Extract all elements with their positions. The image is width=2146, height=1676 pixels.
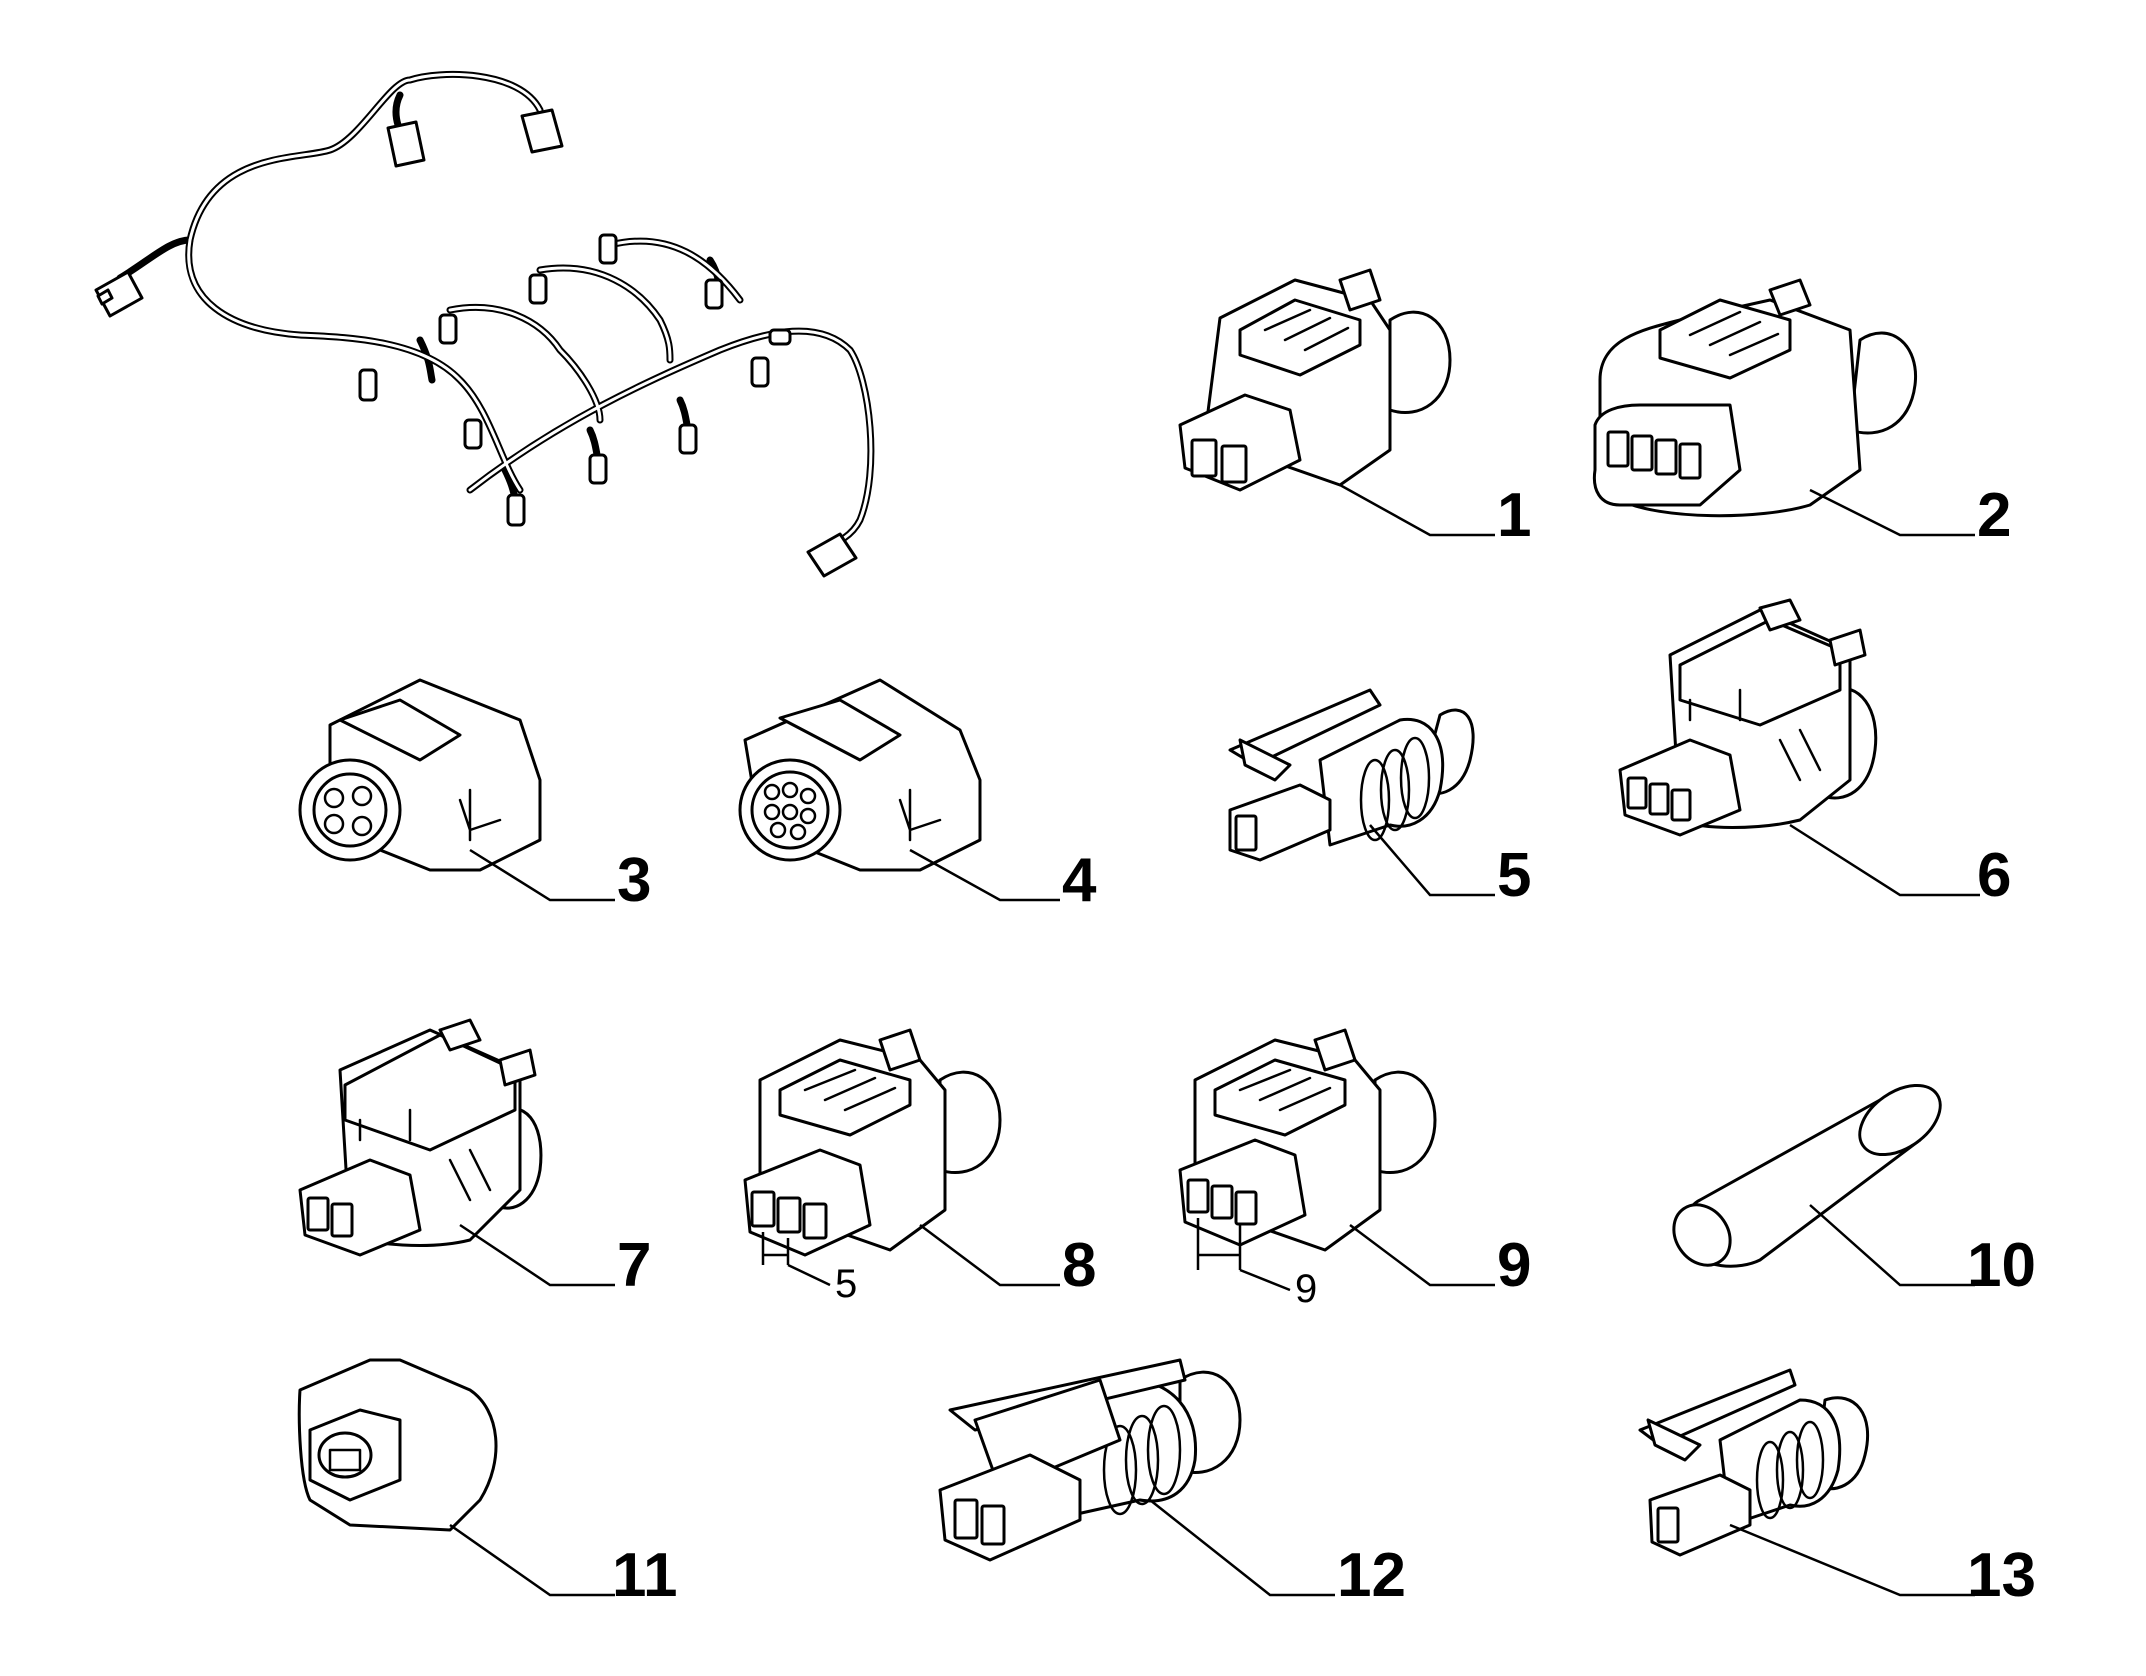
dimension-label-9: 9 <box>1295 1267 1317 1311</box>
connector-part-7 <box>298 1018 543 1257</box>
connector-part-11 <box>297 1358 498 1532</box>
callout-7: 7 <box>617 1231 651 1300</box>
dimension-9 <box>1196 1218 1291 1292</box>
callout-1: 1 <box>1497 481 1531 550</box>
callout-5: 5 <box>1497 841 1531 910</box>
leader-lines <box>449 483 1980 1597</box>
connector-part-9 <box>1178 1028 1437 1252</box>
connector-part-2 <box>1592 278 1918 518</box>
callout-4: 4 <box>1062 846 1097 915</box>
callout-9: 9 <box>1497 1231 1531 1300</box>
connector-part-12 <box>938 1358 1242 1562</box>
connector-part-1 <box>1178 268 1452 492</box>
connector-part-5 <box>1228 688 1475 862</box>
wiring-harness <box>94 70 875 578</box>
callout-12: 12 <box>1337 1541 1406 1610</box>
connector-part-6 <box>1618 598 1878 837</box>
connector-part-8 <box>743 1028 1002 1257</box>
callout-10: 10 <box>1967 1231 2036 1300</box>
connector-part-3 <box>298 678 542 872</box>
callout-13: 13 <box>1967 1541 2036 1610</box>
callout-6: 6 <box>1977 841 2011 910</box>
callout-8: 8 <box>1062 1231 1096 1300</box>
dimension-8 <box>761 1232 831 1287</box>
connector-part-4 <box>738 678 982 872</box>
dimension-label-8: 5 <box>835 1262 857 1306</box>
callout-11: 11 <box>612 1541 678 1610</box>
connector-part-10-sleeve <box>1672 1083 1942 1268</box>
callout-3: 3 <box>617 846 651 915</box>
callout-2: 2 <box>1977 481 2011 550</box>
connector-part-13 <box>1638 1368 1870 1557</box>
